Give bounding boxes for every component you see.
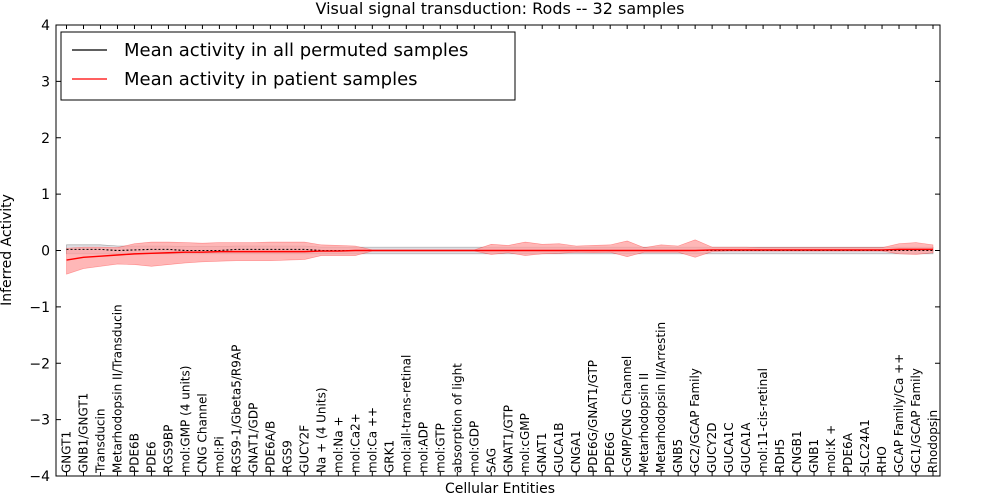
x-tick-label: RGS9BP [161,425,175,473]
legend-label-permuted: Mean activity in all permuted samples [124,40,468,61]
x-tick-label: GUCA1A [739,422,753,473]
x-tick-label: mol:K + [824,425,838,473]
y-tick-label: −1 [29,300,50,316]
x-tick-label: PDE6A/B [263,421,277,473]
x-tick-label: Metarhodopsin II/Arrestin [654,322,668,473]
x-tick-label: PDE6 [144,441,158,473]
y-axis-label: Inferred Activity [0,194,15,306]
y-axis-ticks: −4 −3 −2 −1 0 1 2 3 4 [29,18,940,485]
x-tick-label: GC2/GCAP Family [688,368,702,473]
x-tick-label: absorption of light [450,363,464,473]
x-tick-label: GNAT1 [535,432,549,473]
x-tick-label: GNB1/GNGT1 [76,393,90,473]
series-lines [66,248,933,261]
x-tick-label: Na + (4 Units) [314,387,328,473]
x-tick-label: SAG [484,448,498,473]
x-tick-label: CNGA1 [569,431,583,474]
x-tick-label: cGMP/CNG Channel [620,356,634,473]
y-tick-label: 4 [41,18,50,34]
x-axis-label: Cellular Entities [445,481,555,497]
x-tick-label: RGS9-1/Gbeta5/R9AP [229,345,243,473]
x-tick-label: GCAP Family/Ca ++ [892,354,906,473]
x-tick-label: GC1/GCAP Family [909,368,923,473]
x-tick-label: PDE6A [841,432,855,473]
x-tick-label: mol:Ca2+ [348,413,362,473]
x-tick-label: GUCA1C [722,422,736,473]
x-tick-label: mol:11-cis-retinal [756,368,770,473]
x-tick-label: RHO [875,446,889,473]
x-tick-label: mol:GMP (4 units) [178,366,192,473]
x-tick-label: GUCY2D [705,423,719,473]
x-tick-label: GNB5 [671,439,685,473]
x-tick-label: mol:GDP [467,421,481,473]
x-tick-label: CNGB1 [790,430,804,473]
x-tick-label: GNAT1/GTP [501,405,515,473]
x-tick-label: GNAT1/GDP [246,403,260,473]
x-tick-label: Rhodopsin [926,410,940,473]
x-tick-label: SLC24A1 [858,419,872,473]
legend-label-patient: Mean activity in patient samples [124,69,418,90]
x-tick-label: RGS9 [280,440,294,473]
x-tick-label: PDE6B [127,433,141,473]
x-tick-label: GNGT1 [60,431,74,473]
x-tick-label: Metarhodopsin II [637,373,651,473]
x-tick-label: PDE6G/GNAT1/GTP [586,360,600,473]
y-tick-label: 2 [41,131,50,147]
x-tick-label: mol:ADP [416,422,430,473]
x-tick-label: mol:Pi [212,436,226,473]
x-tick-label: GNB1 [807,439,821,473]
x-tick-label: GRK1 [382,440,396,473]
y-tick-label: −2 [29,356,50,372]
legend: Mean activity in all permuted samples Me… [60,31,516,101]
band-series-1 [66,239,934,275]
chart-title: Visual signal transduction: Rods -- 32 s… [316,0,685,18]
x-tick-label: PDE6G [603,432,617,473]
y-tick-label: 1 [41,187,50,203]
x-tick-label: CNG Channel [195,393,209,473]
x-tick-label: mol:cGMP [518,413,532,473]
x-tick-label: mol:Na + [331,416,345,473]
x-tick-label: RDH5 [773,439,787,473]
y-tick-label: −3 [29,413,50,429]
y-tick-label: −4 [29,469,50,485]
x-tick-label: GUCA1B [552,422,566,473]
x-tick-label: Metarhodopsin II/Transducin [110,304,124,473]
legend-box [60,31,516,101]
y-tick-label: 3 [41,74,50,90]
y-tick-label: 0 [41,244,50,260]
x-tick-label: mol:GTP [433,423,447,473]
x-tick-label: Transducin [93,409,107,474]
x-tick-label: mol:all-trans-retinal [399,355,413,473]
line-series-1 [66,248,933,261]
x-tick-label: mol:Ca ++ [365,407,379,473]
x-tick-label: GUCY2F [297,425,311,473]
